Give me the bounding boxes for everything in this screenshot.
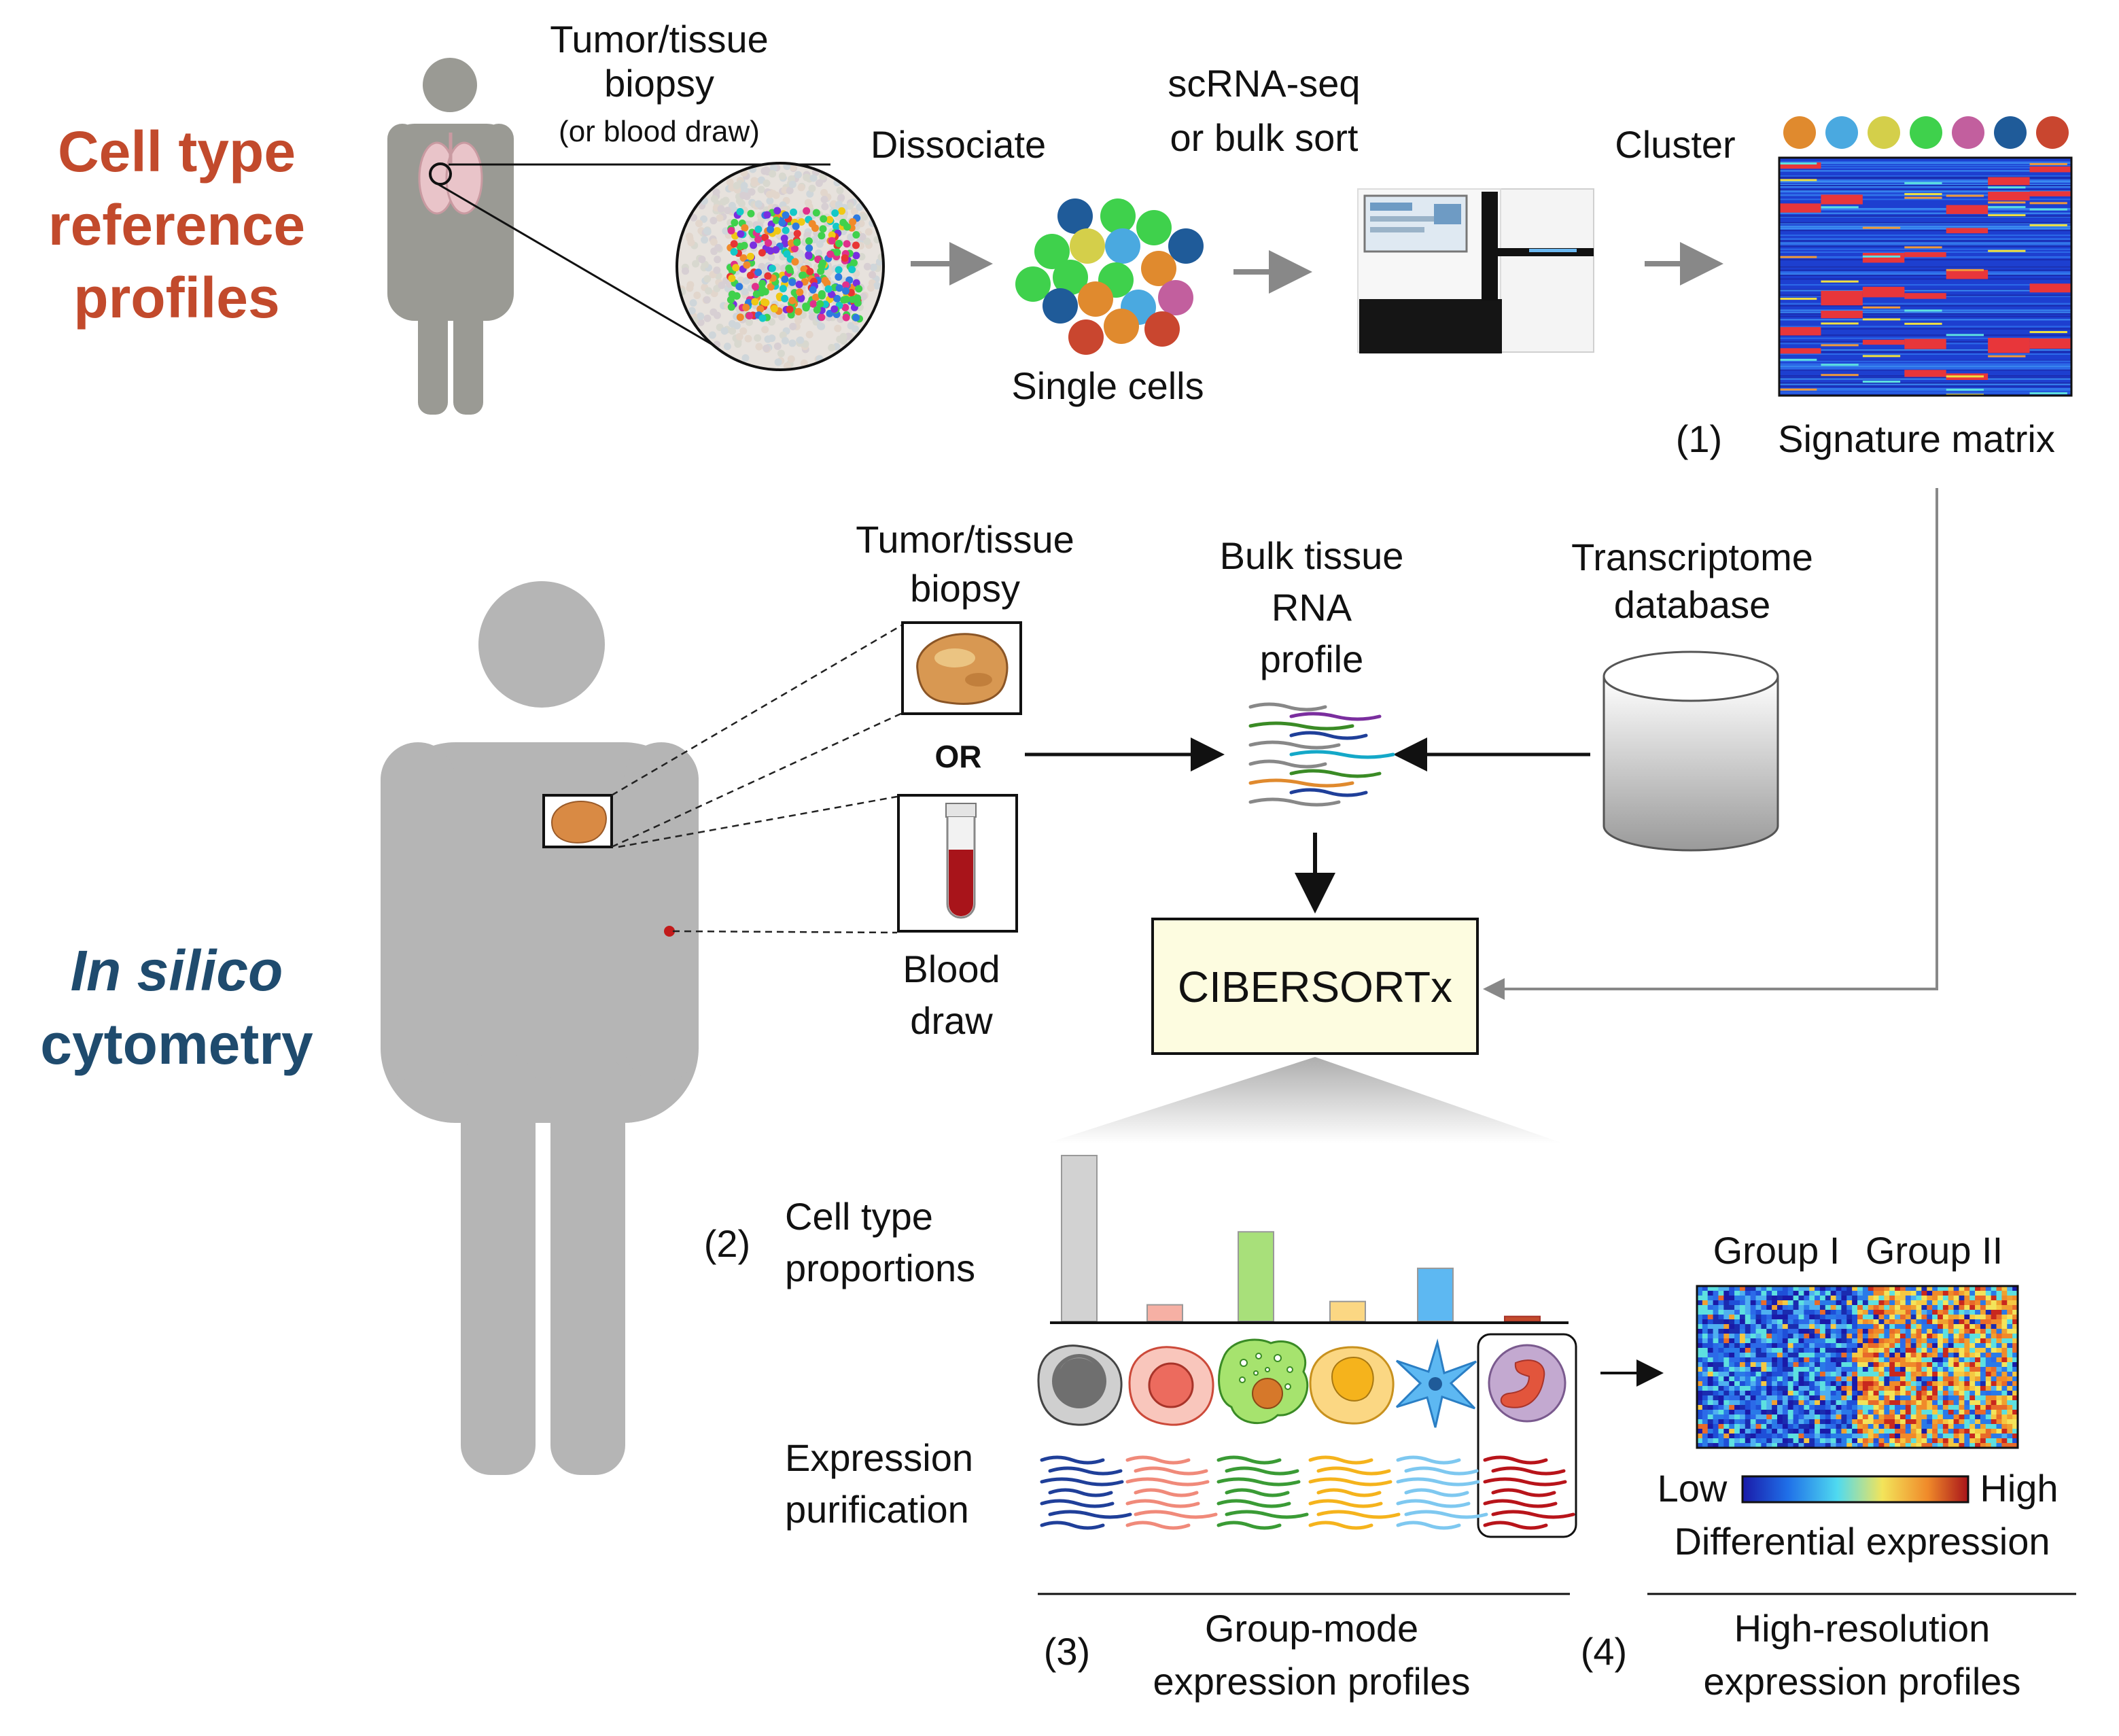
- human-figure-large-icon: [381, 581, 699, 1475]
- cell-type-proportions-chart: [1061, 1155, 1541, 1323]
- expression-profile-icon: [1216, 1455, 1309, 1530]
- step3-number: (3): [1043, 1630, 1091, 1673]
- signature-matrix-heatmap: [1778, 156, 2073, 397]
- blood-draw-point-icon: [664, 926, 675, 937]
- cluster-dot: [1910, 116, 1942, 149]
- sequencer-icon: [1357, 188, 1594, 353]
- proportion-bar: [1061, 1155, 1098, 1322]
- section-heading-in-silico: In silico cytometry: [14, 935, 340, 1081]
- cibersortx-box: [1151, 918, 1479, 1055]
- scrnaseq-label: scRNA-seq: [1168, 62, 1361, 105]
- cluster-label: Cluster: [1615, 123, 1736, 166]
- cluster-dot: [1783, 116, 1816, 149]
- proportion-bar: [1504, 1315, 1541, 1323]
- cluster-color-legend: [1783, 116, 2069, 149]
- signature-matrix-label: Signature matrix: [1778, 417, 2055, 460]
- step2-number: (2): [703, 1222, 751, 1265]
- human-figure-small-icon: [387, 58, 514, 415]
- bulk-tissue-label: Bulk tissue: [1219, 534, 1404, 577]
- top-biopsy-label-2: biopsy: [604, 62, 714, 105]
- bulk-rna-label: RNA: [1271, 586, 1352, 629]
- cibersortx-label: CIBERSORTx: [1177, 962, 1453, 1011]
- step1-number: (1): [1675, 417, 1723, 460]
- dissociate-label: Dissociate: [870, 123, 1047, 166]
- cell-green-icon: [1218, 1338, 1309, 1425]
- high-label: High: [1980, 1467, 2059, 1510]
- cluster-dot: [1825, 116, 1858, 149]
- tumor-sample-icon: [901, 621, 1022, 715]
- bulk-sort-label: or bulk sort: [1170, 116, 1359, 159]
- blood-label: Blood: [903, 948, 1000, 990]
- expression-profile-icon: [1483, 1455, 1575, 1530]
- expansion-fan: [1047, 1057, 1563, 1143]
- cluster-dot: [1994, 116, 2027, 149]
- top-biopsy-label: Tumor/tissue: [550, 18, 769, 60]
- single-cells-label: Single cells: [1011, 364, 1204, 407]
- low-label: Low: [1657, 1467, 1728, 1510]
- high-resolution-profiles-label: expression profiles: [1703, 1660, 2021, 1703]
- step4-number: (4): [1580, 1630, 1628, 1673]
- cell-yellow-icon: [1309, 1346, 1395, 1425]
- expression-profiles-icons: [1040, 1455, 1575, 1530]
- expression-profile-icon: [1308, 1455, 1401, 1530]
- heading-italic-part: In silico: [70, 939, 283, 1003]
- expression-profile-icon: [1125, 1455, 1218, 1530]
- proportion-bar: [1329, 1300, 1366, 1322]
- group1-label: Group I: [1713, 1229, 1840, 1272]
- top-biopsy-note: (or blood draw): [559, 115, 760, 148]
- expression-profile-icon: [1040, 1455, 1132, 1530]
- expression-label: Expression: [785, 1436, 974, 1479]
- lungs-icon: [418, 133, 483, 215]
- bulk-profile-label: profile: [1259, 638, 1364, 680]
- transcriptome-database-icon: [1603, 650, 1779, 852]
- bulk-rna-profile-icon: [1248, 702, 1395, 807]
- cluster-dot: [1952, 116, 1984, 149]
- expression-profile-icon: [1396, 1455, 1488, 1530]
- blood-tube-icon: [897, 794, 1018, 933]
- cluster-dot: [1868, 116, 1900, 149]
- heading-rest-part: cytometry: [40, 1011, 313, 1076]
- high-resolution-heatmap: [1696, 1285, 2019, 1449]
- cell-blue-star-icon: [1395, 1338, 1477, 1428]
- bottom-biopsy-label-2: biopsy: [910, 567, 1020, 610]
- group2-label: Group II: [1865, 1229, 2003, 1272]
- cell-purple-icon: [1488, 1344, 1566, 1423]
- differential-expression-label: Differential expression: [1674, 1520, 2050, 1563]
- section-heading-reference: Cell type reference profiles: [48, 120, 306, 330]
- high-resolution-label: High-resolution: [1734, 1607, 1991, 1650]
- database-label: database: [1613, 583, 1771, 626]
- cell-red-icon: [1128, 1346, 1214, 1426]
- cell-type-label: Cell type: [785, 1195, 933, 1238]
- transcriptome-label: Transcriptome: [1571, 536, 1813, 578]
- bottom-biopsy-label: Tumor/tissue: [856, 518, 1074, 561]
- cell-gray-icon: [1037, 1344, 1123, 1426]
- or-label: OR: [934, 739, 982, 774]
- proportions-label: proportions: [785, 1247, 976, 1289]
- group-mode-profiles-label: expression profiles: [1153, 1660, 1471, 1703]
- draw-label: draw: [910, 999, 993, 1042]
- tissue-zoom-icon: [676, 162, 885, 371]
- proportion-bar: [1417, 1267, 1454, 1323]
- zoom-source-icon: [429, 162, 452, 186]
- purification-label: purification: [785, 1488, 969, 1531]
- proportion-bar: [1238, 1231, 1274, 1322]
- cluster-dot: [2036, 116, 2069, 149]
- proportion-bar: [1146, 1304, 1183, 1322]
- group-mode-label: Group-mode: [1204, 1607, 1419, 1650]
- selected-cell-type-box: [1477, 1333, 1577, 1538]
- expression-color-bar: [1741, 1475, 1969, 1504]
- single-cells-icon: [1015, 198, 1204, 355]
